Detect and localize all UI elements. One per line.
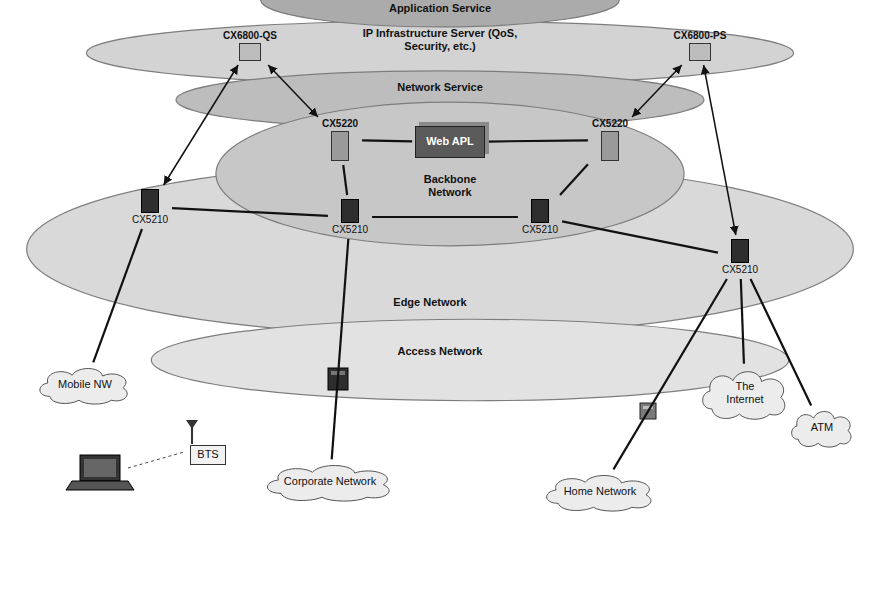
band-label: Application Service bbox=[389, 2, 491, 15]
device-icon bbox=[601, 131, 619, 161]
layer-band: IP Infrastructure Server (QoS, Security,… bbox=[85, 20, 795, 86]
laptop-icon bbox=[66, 455, 134, 490]
antenna-icon bbox=[186, 420, 198, 444]
network-device: CX5210 bbox=[521, 198, 559, 236]
device-label: CX5220 bbox=[591, 118, 629, 130]
band-label: Backbone Network bbox=[415, 173, 485, 199]
device-icon bbox=[141, 189, 159, 213]
network-device: CX5220 bbox=[321, 118, 359, 162]
connector bbox=[372, 216, 518, 218]
band-label: Network Service bbox=[397, 81, 483, 94]
layer-band: Application Service bbox=[260, 0, 620, 28]
layer-band: Access Network bbox=[150, 318, 790, 402]
network-device: CX5220 bbox=[591, 118, 629, 162]
wireless-link bbox=[128, 452, 184, 468]
device-icon bbox=[239, 43, 261, 61]
cloud-label: Mobile NW bbox=[58, 378, 112, 391]
cloud-label: Corporate Network bbox=[284, 475, 376, 488]
device-icon bbox=[731, 239, 749, 263]
band-label: IP Infrastructure Server (QoS, Security,… bbox=[353, 27, 528, 53]
network-cloud: The Internet bbox=[699, 367, 791, 419]
network-cloud: ATM bbox=[789, 408, 855, 447]
network-device: CX5210 bbox=[131, 188, 169, 226]
cloud-label: ATM bbox=[811, 421, 833, 434]
device-label: CX5210 bbox=[521, 224, 559, 236]
device-icon bbox=[331, 131, 349, 161]
network-device: CX5210 bbox=[721, 238, 759, 276]
device-label: CX5220 bbox=[321, 118, 359, 130]
device-label: CX5210 bbox=[331, 224, 369, 236]
node-box: BTS bbox=[190, 445, 225, 464]
device-label: CX6800-PS bbox=[673, 30, 728, 42]
device-label: CX5210 bbox=[131, 214, 169, 226]
device-label: CX6800-QS bbox=[222, 30, 278, 42]
device-label: CX5210 bbox=[721, 264, 759, 276]
box-label: Web APL bbox=[426, 135, 474, 148]
network-cloud: Corporate Network bbox=[262, 462, 398, 501]
device-icon bbox=[341, 199, 359, 223]
band-shape bbox=[150, 318, 790, 402]
network-device: CX6800-PS bbox=[673, 30, 728, 62]
node-box: Web APL bbox=[415, 126, 485, 157]
cloud-label: Home Network bbox=[564, 485, 637, 498]
network-device: CX6800-QS bbox=[222, 30, 278, 62]
band-label: Access Network bbox=[398, 345, 483, 358]
network-cloud: Mobile NW bbox=[36, 365, 134, 404]
box-label: BTS bbox=[197, 448, 218, 461]
layer-band: Backbone Network CX5220Web APL CX5220 bbox=[215, 100, 685, 248]
cloud-label: The Internet bbox=[721, 380, 769, 406]
network-device: CX5210 bbox=[331, 198, 369, 236]
band-label: Edge Network bbox=[393, 296, 466, 309]
connector bbox=[488, 140, 588, 141]
device-icon bbox=[689, 43, 711, 61]
network-cloud: Home Network bbox=[542, 472, 659, 511]
device-icon bbox=[531, 199, 549, 223]
